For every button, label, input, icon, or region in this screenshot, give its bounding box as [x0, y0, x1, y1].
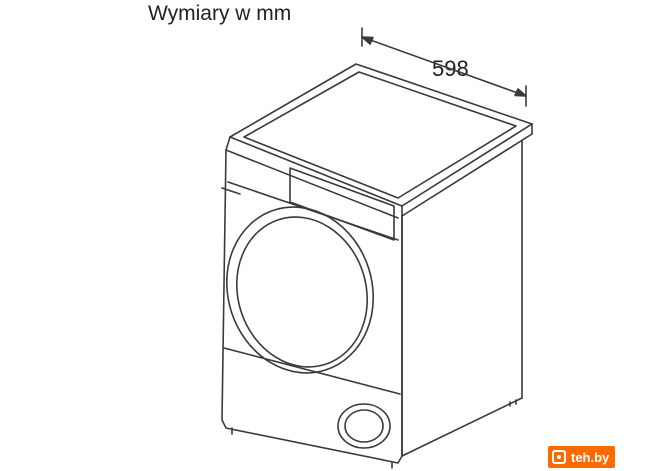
washing-machine-icon: [552, 450, 566, 464]
diagram-title: Wymiary w mm: [148, 2, 292, 25]
watermark-badge: teh.by: [548, 446, 616, 468]
feet: [231, 427, 393, 469]
door: [225, 206, 375, 374]
side-panel: [401, 139, 523, 457]
top-lid: [229, 63, 533, 217]
front-panel: [221, 136, 403, 464]
width-dimension-line: [361, 27, 527, 107]
control-display: [289, 167, 395, 241]
watermark-text: teh.by: [571, 449, 610, 465]
filter-hatch: [337, 403, 391, 449]
